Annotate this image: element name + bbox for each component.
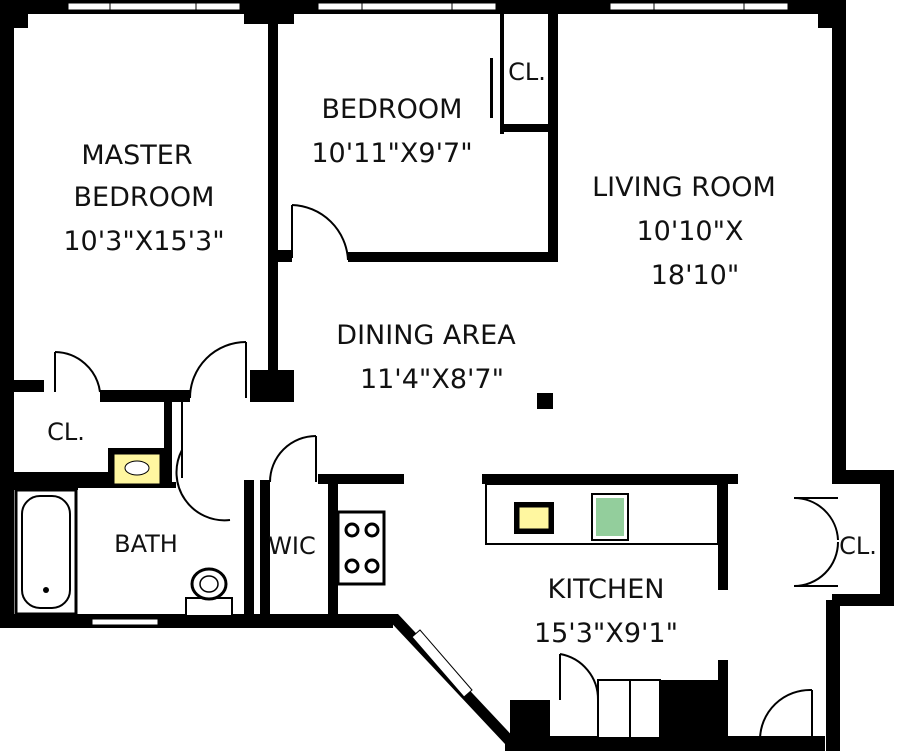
living-closet-label: CL.	[839, 532, 877, 560]
bedroom-label: BEDROOM	[322, 94, 463, 125]
kitchen-label: KITCHEN	[548, 574, 665, 605]
toilet	[185, 567, 233, 617]
kitchen-counter	[485, 483, 719, 545]
bath-sink	[108, 448, 166, 486]
master-closet-label: CL.	[47, 418, 85, 446]
bathtub	[14, 488, 78, 616]
living-room-dims-line2: 18'10"	[651, 260, 740, 291]
bedroom-dims: 10'11"X9'7"	[311, 138, 472, 169]
living-room-dims-line1: 10'10"X	[636, 216, 743, 247]
living-room-label: LIVING ROOM	[592, 172, 776, 203]
master-bedroom-dims: 10'3"X15'3"	[63, 226, 224, 257]
kitchen-dims: 15'3"X9'1"	[534, 618, 678, 649]
windows	[67, 2, 789, 698]
master-bedroom-label-line1: MASTER	[81, 140, 192, 171]
stove	[336, 510, 386, 586]
dining-area-dims: 11'4"X8'7"	[360, 364, 504, 395]
interior-walls	[14, 14, 894, 740]
dining-area-label: DINING AREA	[336, 320, 516, 351]
wic-label: WIC	[268, 532, 316, 560]
dishwasher	[597, 679, 661, 739]
bath-label: BATH	[114, 530, 178, 558]
master-bedroom-label-line2: BEDROOM	[74, 182, 215, 213]
bedroom-closet-label: CL.	[508, 58, 546, 86]
door-swings	[54, 204, 839, 741]
room-labels: MASTER BEDROOM 10'3"X15'3" BEDROOM 10'11…	[47, 58, 877, 649]
